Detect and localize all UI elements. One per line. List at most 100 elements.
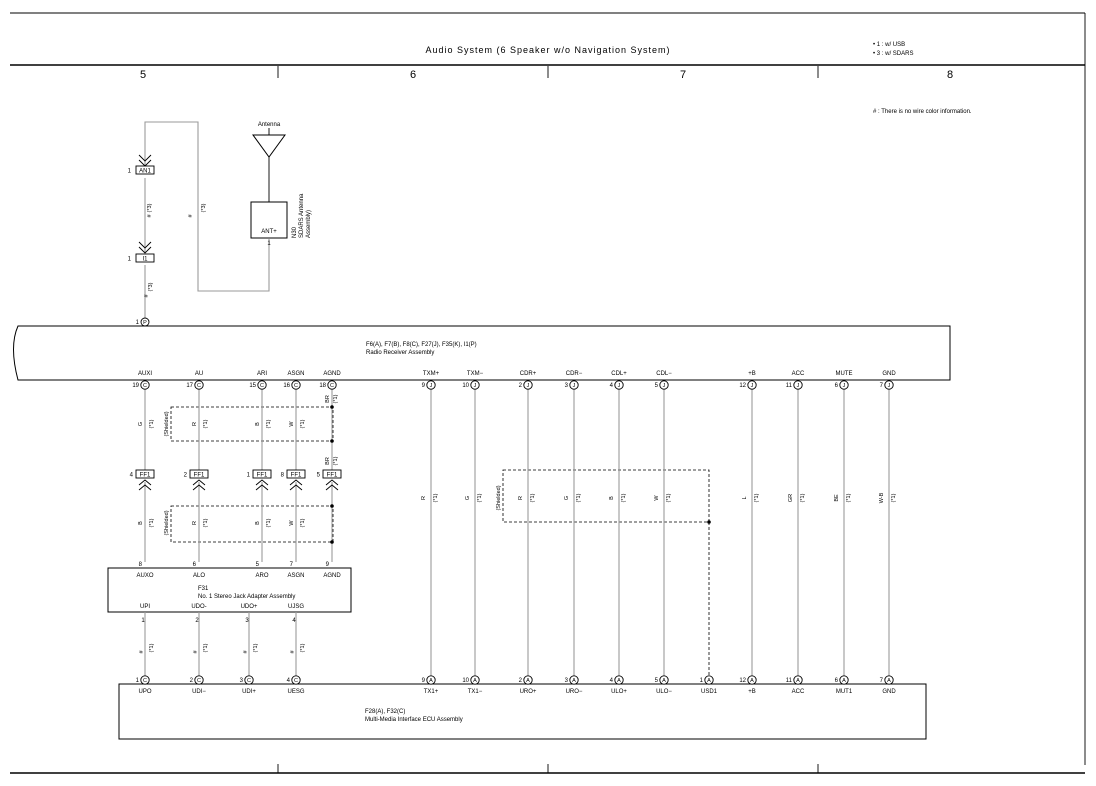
connector-ff1-4: FF1 4 <box>130 469 155 491</box>
svg-text:J: J <box>663 383 666 389</box>
radio-codes: F6(A), F7(B), F8(C), F27(J), F35(K), I1(… <box>366 342 477 348</box>
svg-text:C: C <box>197 678 201 684</box>
svg-text:TX1−: TX1− <box>468 689 483 695</box>
svg-text:10: 10 <box>462 383 469 389</box>
connector-i1: I1 1 <box>128 241 155 263</box>
wire-upper-label-0: G (*1) <box>138 419 155 428</box>
svg-text:4: 4 <box>610 383 614 389</box>
svg-text:9: 9 <box>326 562 330 568</box>
svg-text:(*1): (*1) <box>300 643 306 652</box>
svg-text:(*3): (*3) <box>148 282 154 291</box>
svg-text:A: A <box>526 678 530 684</box>
shield-junction-2 <box>330 504 334 508</box>
svg-text:9: 9 <box>422 678 426 684</box>
wire-upper-label-4: BR(*1) <box>325 394 339 403</box>
svg-text:1: 1 <box>141 618 145 624</box>
svg-text:URO+: URO+ <box>520 689 537 695</box>
wire-right-label-9: W-B(*1) <box>879 492 897 503</box>
svg-text:G: G <box>138 422 144 426</box>
svg-text:1: 1 <box>128 169 132 175</box>
wire-lower-label-0: B(*1) <box>138 518 155 527</box>
svg-text:3: 3 <box>245 618 249 624</box>
svg-text:AGND: AGND <box>323 371 341 377</box>
svg-text:W: W <box>289 421 295 427</box>
svg-text:(*1): (*1) <box>149 643 155 652</box>
svg-text:J: J <box>843 383 846 389</box>
svg-text:J: J <box>751 383 754 389</box>
svg-text:BE: BE <box>834 494 840 502</box>
shield-junction-3 <box>330 540 334 544</box>
antenna-name-2: Assembly) <box>306 210 312 238</box>
sdars-antenna-box <box>250 201 288 239</box>
svg-text:FF1: FF1 <box>140 473 151 479</box>
svg-text:2: 2 <box>184 473 188 479</box>
shield-junction-0 <box>330 405 334 409</box>
svg-text:UPI: UPI <box>140 604 150 610</box>
adapter-name: No. 1 Stereo Jack Adapter Assembly <box>198 594 295 600</box>
antenna-code: N30 <box>292 226 298 238</box>
antenna-section: Antenna ANT+ 1 N30 SDARS Antenna Assembl… <box>128 121 312 327</box>
wire-lower-label-2: B(*1) <box>255 518 272 527</box>
shielded-label-lower: (Shielded) <box>164 510 170 535</box>
svg-text:2: 2 <box>519 383 523 389</box>
svg-text:(*1): (*1) <box>576 493 582 502</box>
svg-text:3: 3 <box>565 678 569 684</box>
svg-text:L: L <box>742 496 748 499</box>
grid-column-8: 8 <box>947 69 953 81</box>
svg-text:#: # <box>144 294 150 298</box>
svg-text:(*1): (*1) <box>754 493 760 502</box>
svg-text:B: B <box>609 496 615 500</box>
svg-text:C: C <box>294 678 298 684</box>
svg-text:(*1): (*1) <box>203 419 209 428</box>
ff1-agnd-note: (*1) <box>333 456 339 465</box>
svg-text:GND: GND <box>882 689 896 695</box>
svg-text:(*1): (*1) <box>891 493 897 502</box>
svg-text:P: P <box>143 320 147 326</box>
svg-text:(*1): (*1) <box>253 643 259 652</box>
adapter-pin-udo+: UDO+3#(*1) <box>241 604 259 654</box>
shielded-label-upper: (Shielded) <box>164 411 170 436</box>
shield-lower <box>170 505 334 543</box>
svg-text:UJSG: UJSG <box>288 604 304 610</box>
svg-text:1: 1 <box>136 678 140 684</box>
svg-text:#: # <box>290 650 296 654</box>
wire-right-label-6: L (*1) <box>742 493 760 502</box>
svg-text:UPO: UPO <box>138 689 151 695</box>
svg-text:ALO: ALO <box>193 573 205 579</box>
svg-text:2: 2 <box>519 678 523 684</box>
svg-text:6: 6 <box>193 562 197 568</box>
svg-text:AUXI: AUXI <box>138 371 152 377</box>
svg-text:C: C <box>247 678 251 684</box>
svg-text:ASGN: ASGN <box>287 573 304 579</box>
svg-text:(*1): (*1) <box>433 493 439 502</box>
ff1-agnd-color: BR <box>325 457 331 465</box>
mmi-ecu-box: F28(A), F32(C) Multi-Media Interface ECU… <box>118 683 927 740</box>
svg-text:UDI−: UDI− <box>192 689 206 695</box>
svg-text:#: # <box>147 214 153 218</box>
shield-junction-1 <box>330 439 334 443</box>
svg-text:C: C <box>197 383 201 389</box>
antenna-label: Antenna <box>258 122 281 128</box>
svg-text:(*1): (*1) <box>477 493 483 502</box>
svg-text:I1: I1 <box>142 257 148 263</box>
svg-text:4: 4 <box>130 473 134 479</box>
svg-text:(*1): (*1) <box>149 419 155 428</box>
radio-name: Radio Receiver Assembly <box>366 350 434 356</box>
svg-text:(*1): (*1) <box>149 518 155 527</box>
svg-text:17: 17 <box>186 383 193 389</box>
